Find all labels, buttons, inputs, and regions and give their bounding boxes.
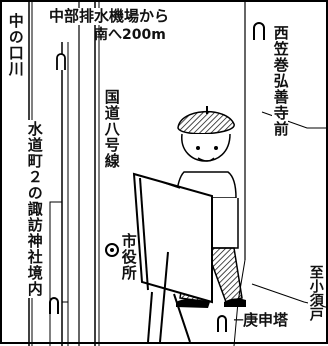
nakanokuchi-river-label: 中の口川 — [6, 12, 25, 78]
route-8-label: 国道八号線 — [102, 89, 121, 169]
easel-canvas — [132, 172, 213, 304]
drainage-station-label: 中部排水機場から — [48, 7, 171, 25]
painter-face — [181, 133, 231, 162]
painter-illustration — [132, 106, 246, 343]
milestone-marker — [56, 53, 66, 70]
koshinto-label: ─庚申塔 — [234, 311, 289, 329]
suwa-shrine-label: 水道町２の諏訪神社境内 — [25, 120, 44, 298]
milestone-marker — [217, 315, 227, 332]
nishigasa-temple-label: 西笠巻弘善寺前 — [271, 24, 290, 138]
south-200m-label: 南へ200m — [94, 27, 166, 43]
city-hall-label: 市役所 — [119, 232, 138, 282]
beret — [177, 111, 235, 135]
to-kosudo-label: 至小須戸 — [307, 264, 324, 322]
milestone-marker — [253, 22, 265, 40]
milestone-marker — [49, 297, 59, 314]
